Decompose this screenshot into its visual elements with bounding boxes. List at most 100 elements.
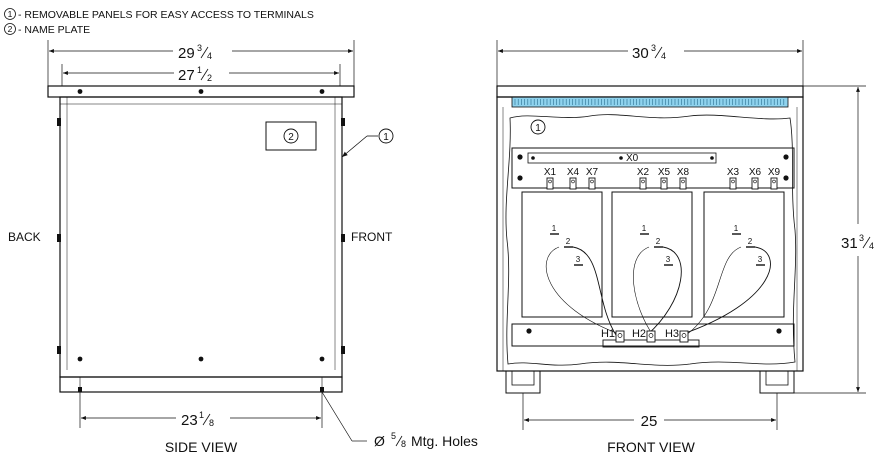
- coil-lead-wire: [685, 246, 742, 336]
- notes-block: 1 - REMOVABLE PANELS FOR EASY ACCESS TO …: [4, 8, 314, 36]
- coil-2: 123: [611, 191, 693, 336]
- side-top-dim-outer-num: 3: [197, 43, 202, 53]
- front-top-cover: [496, 85, 804, 98]
- side-enclosure-body: [59, 96, 343, 378]
- secondary-terminal-label: X3: [727, 167, 740, 178]
- front-top-dim-num: 3: [651, 43, 656, 53]
- side-panel-hinges: [57, 118, 345, 354]
- front-cutaway-outline: [505, 114, 797, 366]
- front-view: 30 3 4 1 X0: [496, 40, 874, 455]
- front-top-dim-den: 4: [661, 51, 666, 61]
- primary-terminal-h3: H3: [665, 328, 689, 343]
- front-vent-slots: [514, 99, 785, 105]
- primary-terminal-label: H2: [632, 328, 646, 340]
- coil-tap-label: 2: [748, 237, 753, 246]
- front-panel-callout-number: 1: [535, 123, 541, 134]
- secondary-terminal-label: X9: [768, 167, 781, 178]
- side-top-dim-outer-den: 4: [207, 51, 212, 61]
- note-1: 1 - REMOVABLE PANELS FOR EASY ACCESS TO …: [4, 8, 314, 21]
- secondary-terminal-label: X7: [586, 167, 599, 178]
- secondary-terminal-x6: X6: [749, 167, 762, 190]
- mounting-holes-note: Ø 5 8 Mtg. Holes: [321, 391, 478, 449]
- coil-tap-label: 2: [566, 237, 571, 246]
- secondary-terminal-label: X4: [567, 167, 580, 178]
- side-bottom-dim-den: 8: [209, 418, 214, 428]
- secondary-terminal-x8: X8: [677, 167, 690, 190]
- side-top-dimension-inner: 27 1 2: [61, 64, 341, 86]
- note-2-text: - NAME PLATE: [18, 24, 90, 36]
- secondary-terminal-x5: X5: [658, 167, 671, 190]
- side-panel-callout: 1: [341, 128, 394, 158]
- front-height-dim-num: 3: [859, 233, 864, 243]
- primary-terminals: H1 H2 H3: [601, 328, 689, 343]
- note-1-text: - REMOVABLE PANELS FOR EASY ACCESS TO TE…: [18, 9, 314, 21]
- side-bottom-dimension: 23 1 8: [79, 392, 323, 429]
- front-height-dimension: 31 3 4: [794, 85, 874, 394]
- secondary-terminal-label: X6: [749, 167, 762, 178]
- front-view-title: FRONT VIEW: [607, 439, 695, 455]
- front-top-dimension: 30 3 4: [496, 40, 804, 86]
- side-top-dim-inner-den: 2: [207, 73, 212, 83]
- coil-tap-label: 2: [656, 237, 661, 246]
- side-nameplate: 2: [265, 121, 317, 151]
- side-nameplate-callout: 2: [288, 132, 294, 143]
- coil-tap-label: 1: [552, 224, 557, 233]
- back-label: BACK: [8, 230, 41, 244]
- primary-terminal-label: H3: [665, 328, 679, 340]
- front-height-dim-den: 4: [869, 241, 874, 251]
- side-bottom-screws: [77, 356, 325, 362]
- secondary-bus-assembly: X0: [511, 147, 795, 189]
- front-bottom-dim: 25: [641, 413, 658, 430]
- side-top-dim-outer-whole: 29: [178, 45, 195, 62]
- note-2-marker: 2: [8, 24, 13, 34]
- secondary-terminal-label: X5: [658, 167, 671, 178]
- primary-terminal-h2: H2: [632, 328, 656, 343]
- coil-lead-wire: [633, 246, 654, 336]
- holes-note-den: 8: [401, 439, 406, 449]
- secondary-terminal-x4: X4: [567, 167, 580, 190]
- holes-note-prefix: Ø: [374, 433, 385, 449]
- side-top-dim-inner-num: 1: [197, 65, 202, 75]
- side-top-dimension-outer: 29 3 4: [47, 40, 355, 86]
- front-height-dim-whole: 31: [841, 235, 858, 252]
- coil-tap-label: 1: [734, 224, 739, 233]
- secondary-terminal-label: X8: [677, 167, 690, 178]
- coil-tap-label: 3: [758, 255, 763, 264]
- front-bottom-dimension: 25: [522, 393, 778, 430]
- secondary-terminal-label: X2: [637, 167, 650, 178]
- coil-tap-label: 3: [576, 255, 581, 264]
- side-base: [59, 376, 343, 393]
- side-view: 29 3 4 27 1 2: [8, 40, 394, 455]
- side-panel-callout-number: 1: [383, 132, 389, 143]
- holes-note-suffix: Mtg. Holes: [411, 433, 478, 449]
- coil-3: 123: [679, 191, 785, 336]
- holes-note-num: 5: [391, 431, 396, 441]
- coil-lead-wire: [646, 246, 682, 336]
- neutral-terminal-label: X0: [626, 153, 639, 164]
- secondary-terminal-x9: X9: [768, 167, 781, 190]
- coil-lead-wire: [679, 246, 771, 336]
- secondary-terminal-x7: X7: [586, 167, 599, 190]
- side-mounting-hole-right: [320, 387, 324, 392]
- side-bottom-dim-num: 1: [199, 410, 204, 420]
- secondary-terminal-x1: X1: [544, 167, 557, 190]
- coil-1: 123: [521, 191, 623, 336]
- front-enclosure-body: [496, 96, 804, 372]
- front-label: FRONT: [351, 230, 393, 244]
- side-mounting-hole-left: [78, 387, 82, 392]
- side-cover-screws: [77, 89, 325, 94]
- primary-terminal-h1: H1: [601, 328, 625, 343]
- side-top-dim-inner-whole: 27: [178, 67, 195, 84]
- secondary-terminals: X1 X4 X7 X2 X5 X8 X3 X6 X9: [544, 167, 781, 190]
- side-view-title: SIDE VIEW: [165, 439, 238, 455]
- front-top-dim-whole: 30: [632, 45, 649, 62]
- secondary-terminal-x2: X2: [637, 167, 650, 190]
- front-panel-callout: 1: [530, 119, 546, 135]
- coil-tap-label: 1: [642, 224, 647, 233]
- front-feet: [505, 370, 795, 394]
- secondary-terminal-x3: X3: [727, 167, 740, 190]
- note-1-marker: 1: [8, 9, 13, 19]
- note-2: 2 - NAME PLATE: [4, 23, 90, 36]
